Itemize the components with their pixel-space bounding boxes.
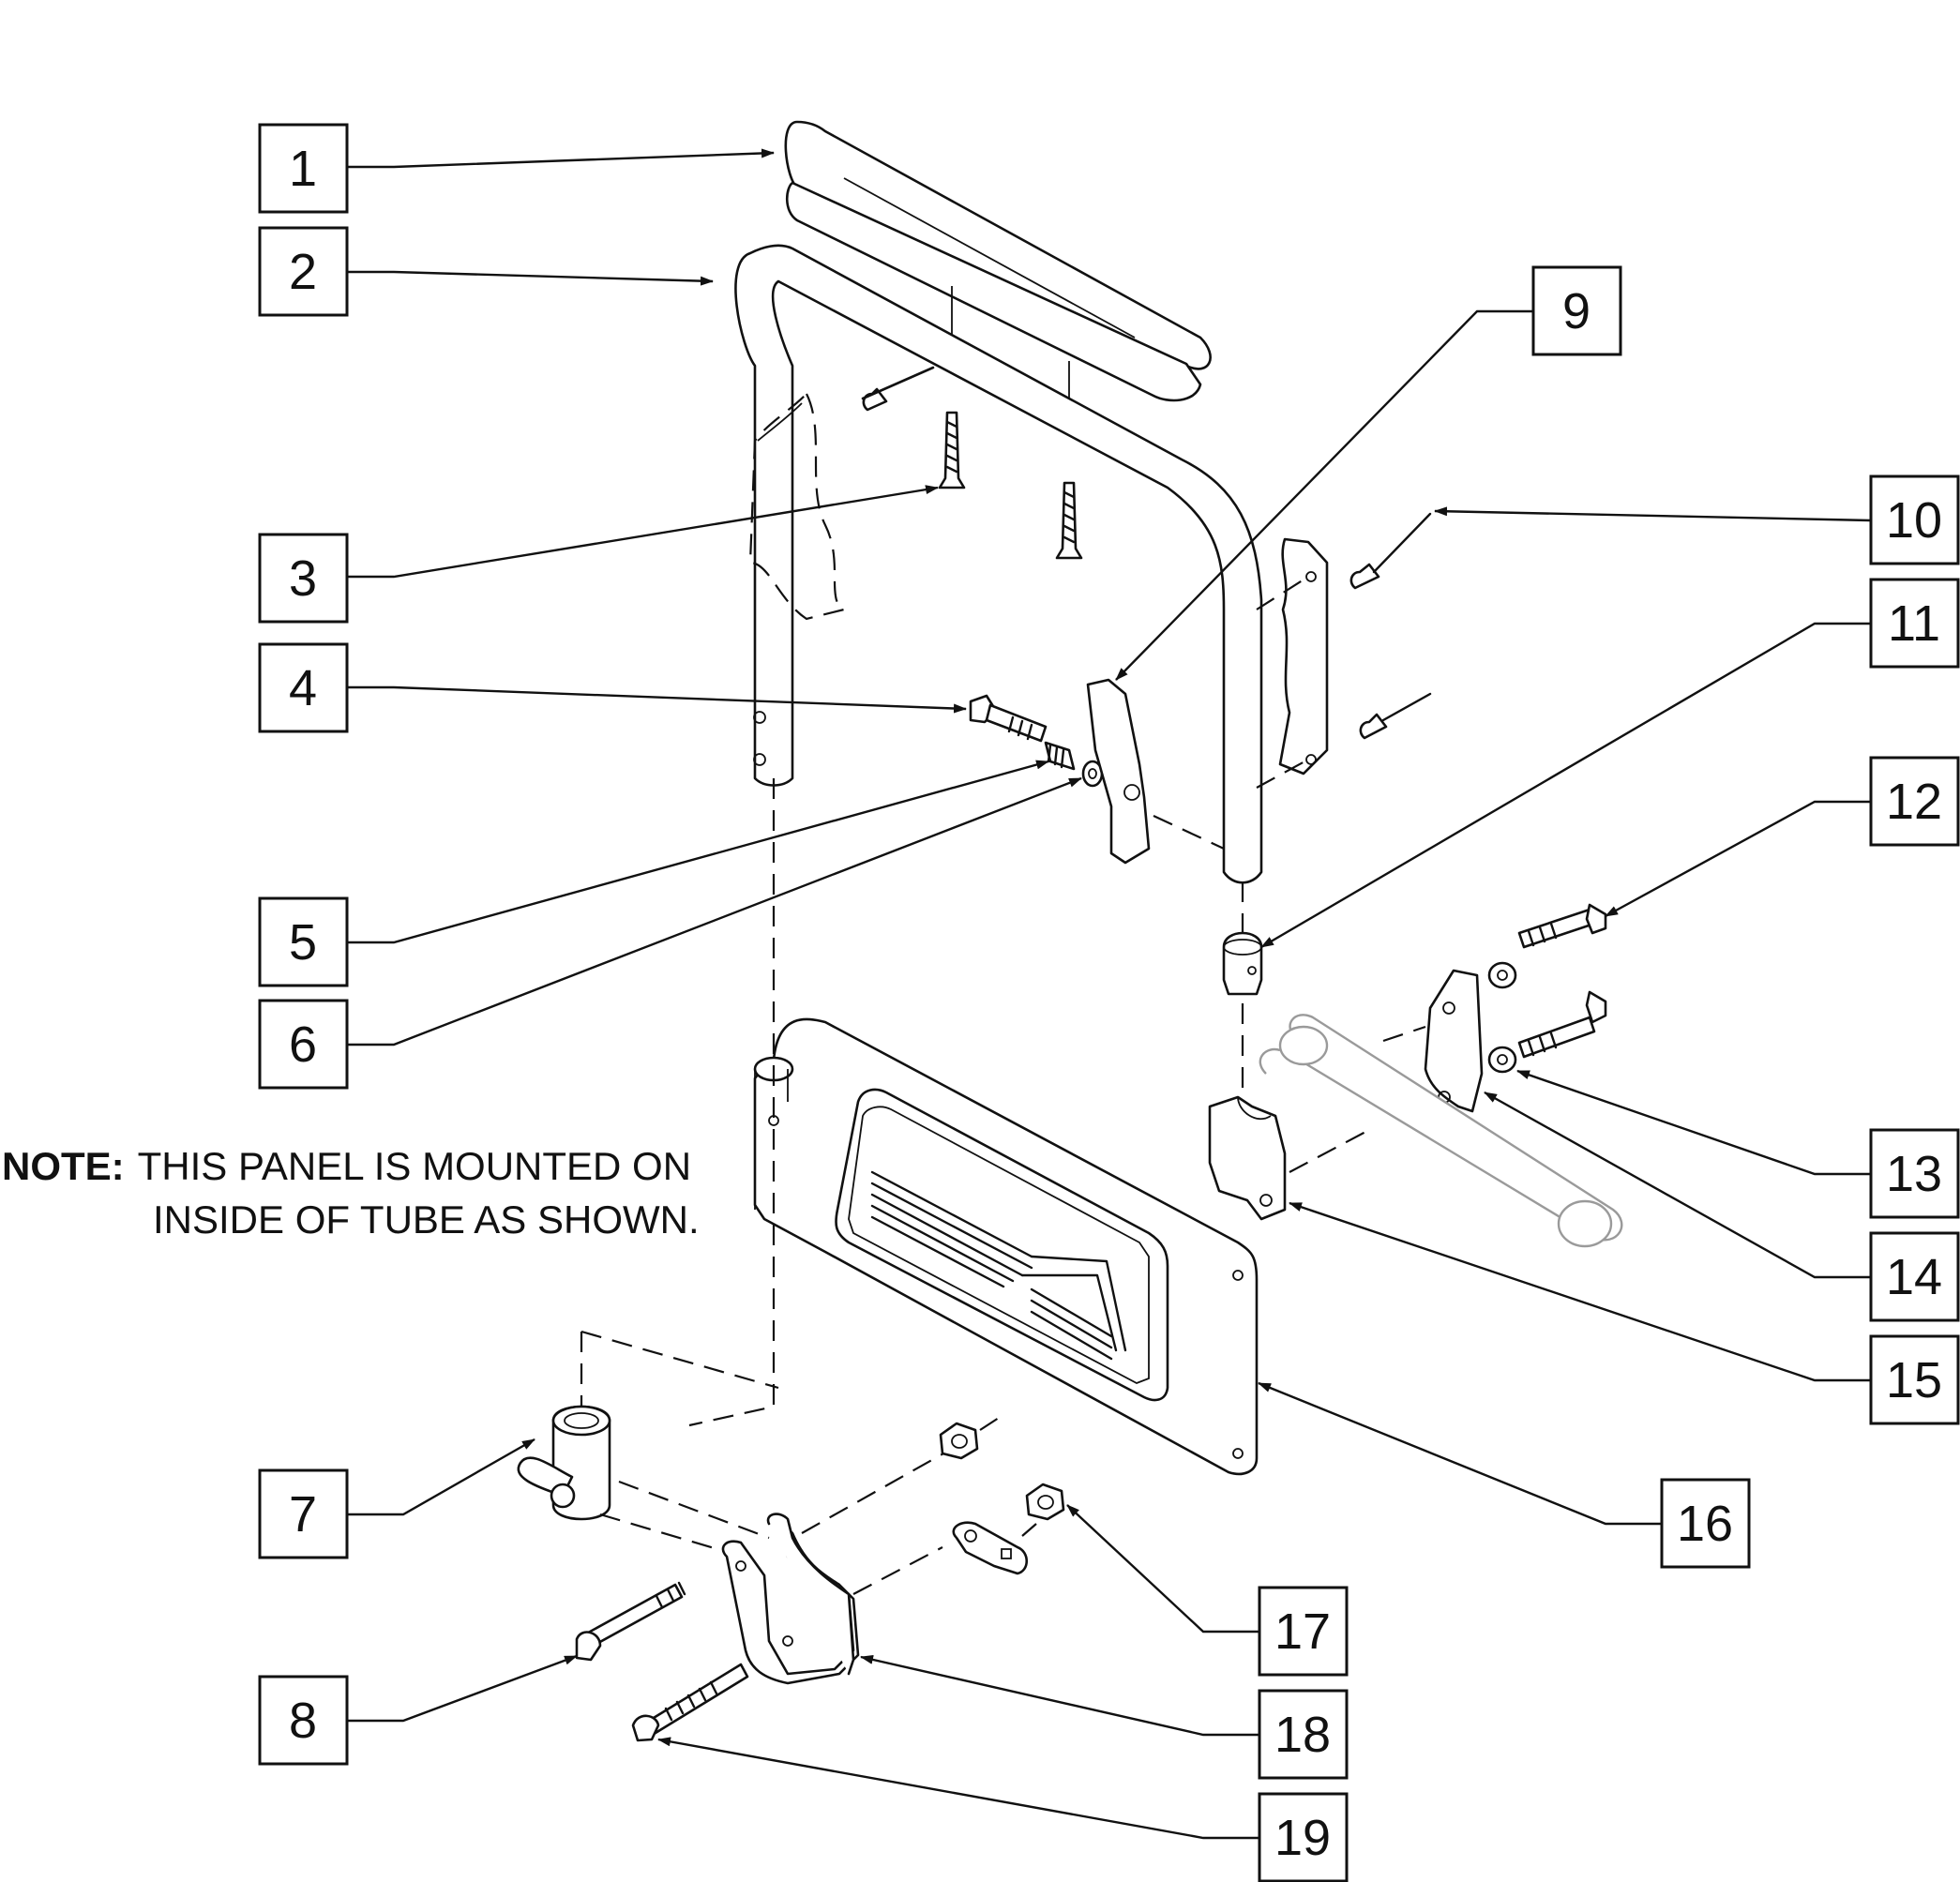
leader-lines	[347, 148, 1872, 1840]
parts-artwork	[517, 120, 1623, 1742]
callout-12: 12	[1869, 756, 1960, 847]
bolt-spring-washer-part	[969, 694, 1104, 788]
leader-17	[1066, 1504, 1259, 1634]
callout-boxes: 1 2 3 4 5 6 7 8 9 10 11 12 13 14 15 16 1…	[258, 123, 1960, 1882]
svg-text:7: 7	[289, 1486, 317, 1543]
leader-12	[1605, 800, 1871, 918]
note-line-2: INSIDE OF TUBE AS SHOWN.	[153, 1197, 700, 1242]
tube-plug-part	[1222, 881, 1263, 1097]
svg-text:11: 11	[1888, 595, 1940, 652]
leader-16	[1258, 1381, 1662, 1526]
callout-7: 7	[258, 1468, 349, 1559]
callout-10: 10	[1869, 474, 1960, 565]
svg-text:9: 9	[1562, 283, 1591, 339]
leader-6	[347, 776, 1082, 1046]
svg-text:3: 3	[289, 550, 317, 607]
clamp-part	[721, 1448, 953, 1685]
arm-pad-part	[784, 120, 1212, 408]
leader-4	[347, 685, 967, 714]
screw-part	[938, 411, 1083, 560]
nut-plate-part	[939, 1417, 1065, 1575]
callout-16: 16	[1660, 1478, 1751, 1569]
arm-frame-tube-part	[734, 244, 1263, 884]
leader-1	[347, 148, 775, 169]
mounting-bolt-washer-part	[1487, 903, 1607, 1074]
note-prefix: NOTE:	[2, 1144, 125, 1188]
leader-7	[347, 1438, 535, 1516]
leader-9	[1115, 309, 1533, 681]
callout-1: 1	[258, 123, 349, 214]
rivet-part	[861, 366, 1432, 740]
leader-5	[347, 760, 1049, 944]
clamp-bolt-part	[575, 1581, 749, 1742]
leader-11	[1260, 622, 1871, 949]
receiver-bracket-part	[1208, 1095, 1370, 1221]
leader-19	[657, 1737, 1259, 1840]
leader-10	[1434, 506, 1872, 522]
svg-text:2: 2	[289, 244, 317, 300]
callout-6: 6	[258, 999, 349, 1090]
receiver-pin-part	[517, 778, 779, 1554]
mounting-note: NOTE: THIS PANEL IS MOUNTED ON INSIDE OF …	[2, 1144, 700, 1242]
callout-8: 8	[258, 1675, 349, 1766]
svg-text:14: 14	[1886, 1249, 1942, 1305]
callout-19: 19	[1258, 1792, 1349, 1882]
leader-14	[1484, 1091, 1871, 1279]
svg-text:19: 19	[1274, 1810, 1331, 1866]
frame-tube-part	[1259, 1014, 1623, 1248]
callout-5: 5	[258, 896, 349, 987]
svg-text:15: 15	[1886, 1352, 1942, 1408]
svg-text:17: 17	[1274, 1603, 1331, 1660]
callout-18: 18	[1258, 1689, 1349, 1780]
svg-text:1: 1	[289, 141, 317, 197]
leader-15	[1289, 1201, 1871, 1382]
callout-14: 14	[1869, 1231, 1960, 1322]
svg-text:12: 12	[1886, 774, 1942, 830]
latch-lever-part	[1086, 678, 1225, 865]
callout-9: 9	[1531, 265, 1622, 356]
clamp-bracket-part	[1382, 969, 1484, 1113]
leader-13	[1516, 1069, 1871, 1176]
leader-2	[347, 270, 714, 286]
callout-15: 15	[1869, 1334, 1960, 1425]
svg-text:6: 6	[289, 1016, 317, 1073]
leader-3	[347, 485, 939, 579]
leader-8	[347, 1654, 578, 1723]
callout-13: 13	[1869, 1128, 1960, 1219]
side-panel-part	[753, 1017, 1259, 1476]
svg-text:18: 18	[1274, 1707, 1331, 1763]
callout-3: 3	[258, 533, 349, 624]
side-plate-part	[1256, 537, 1329, 789]
svg-text:4: 4	[289, 660, 317, 716]
callout-4: 4	[258, 642, 349, 733]
callout-2: 2	[258, 226, 349, 317]
svg-text:13: 13	[1886, 1146, 1942, 1202]
callout-17: 17	[1258, 1586, 1349, 1677]
svg-text:16: 16	[1677, 1496, 1733, 1552]
callout-11: 11	[1869, 578, 1960, 669]
svg-text:8: 8	[289, 1693, 317, 1749]
leader-18	[860, 1655, 1259, 1737]
svg-text:10: 10	[1886, 492, 1942, 549]
svg-text:5: 5	[289, 914, 317, 971]
note-text-1: THIS PANEL IS MOUNTED ON	[138, 1144, 691, 1188]
note-line-1: NOTE: THIS PANEL IS MOUNTED ON	[2, 1144, 691, 1188]
